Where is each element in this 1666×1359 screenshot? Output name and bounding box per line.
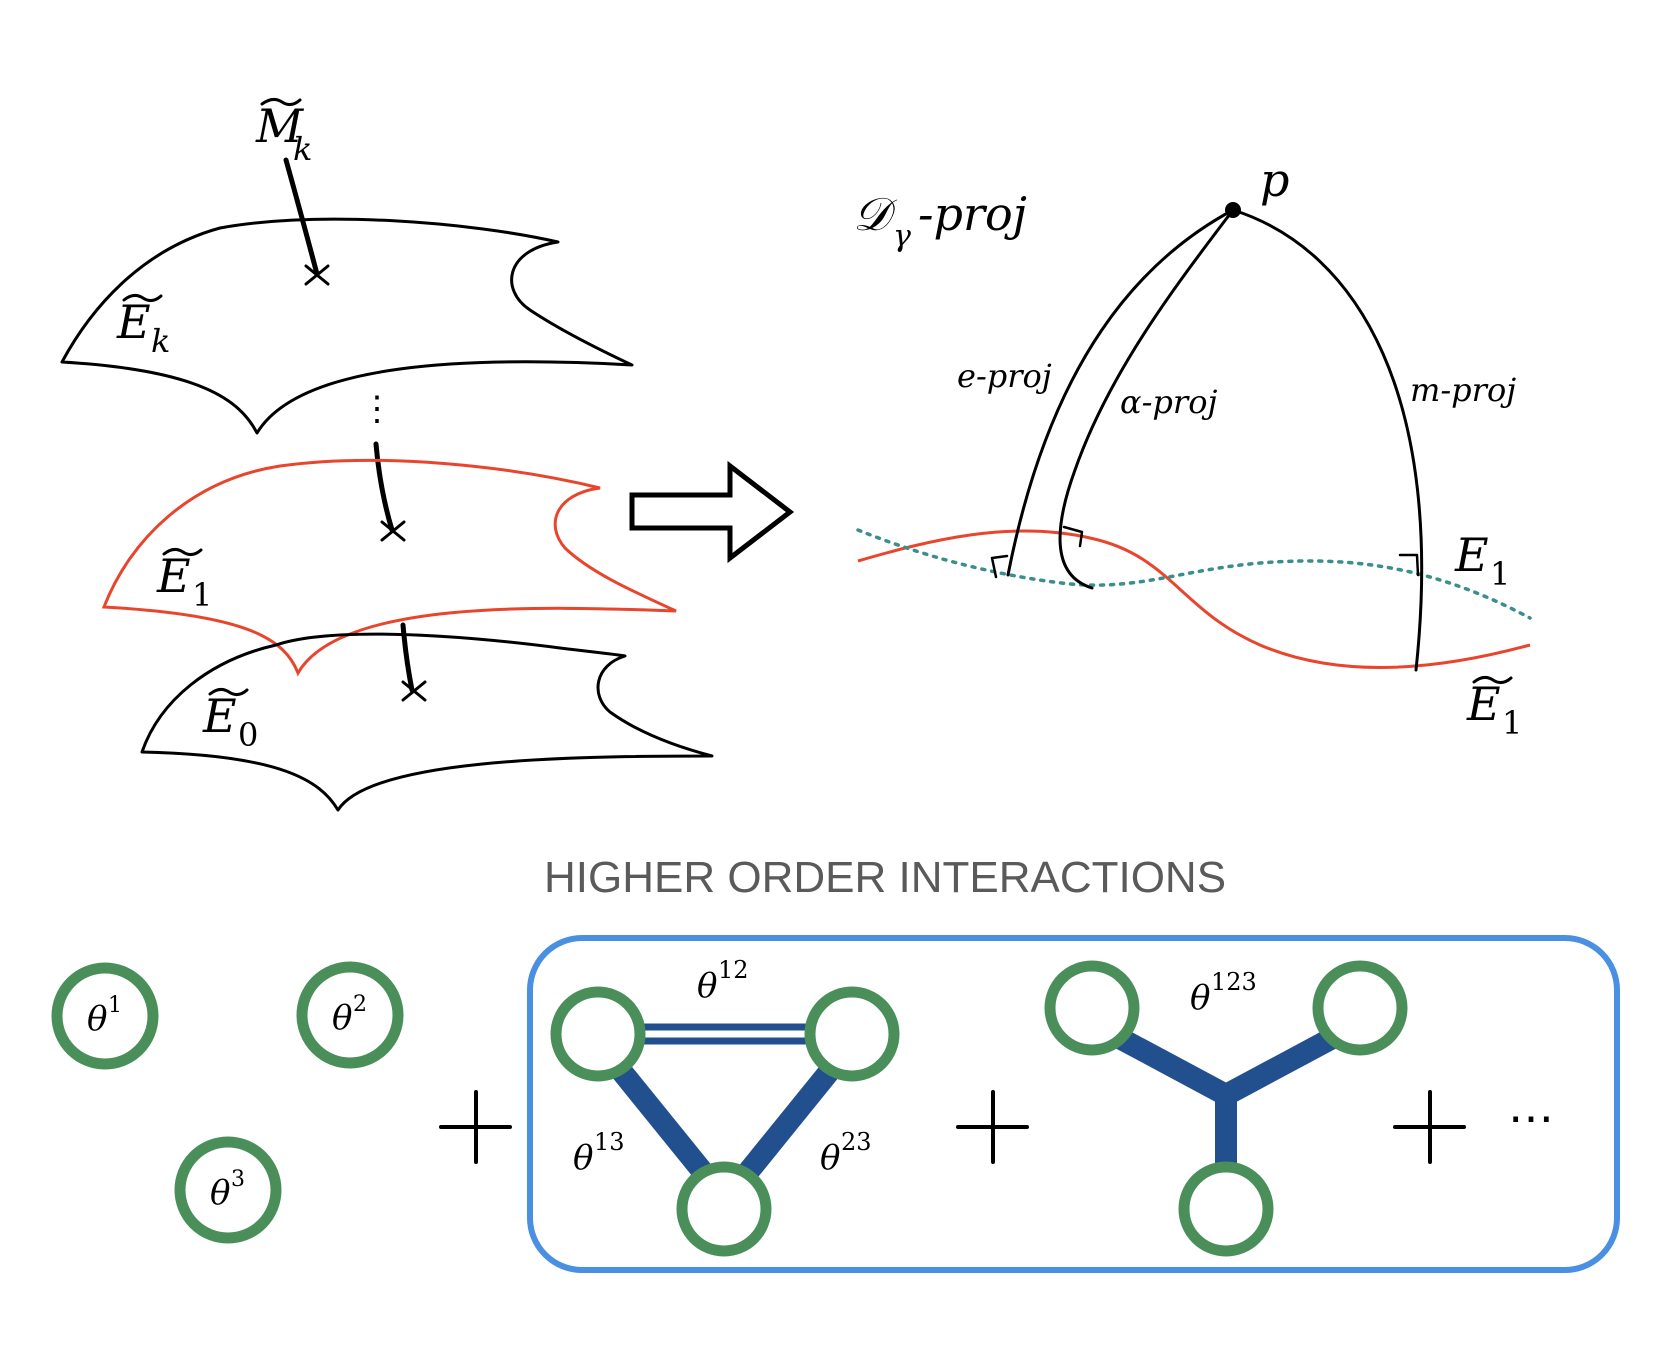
title-d-gamma-proj: 𝒟 γ -proj (853, 187, 1027, 254)
label-m-proj: m-proj (1410, 371, 1516, 409)
node-theta-2: θ 2 (296, 961, 404, 1069)
svg-text:E: E (1466, 677, 1501, 731)
m-proj-curve (1231, 208, 1424, 672)
layer-ellipsis: ⋮ (360, 389, 394, 429)
svg-text:1: 1 (192, 576, 212, 614)
svg-text:θ: θ (1190, 978, 1210, 1018)
label-theta-13: θ 13 (573, 1128, 625, 1178)
alpha-proj-curve (1058, 208, 1235, 590)
tri-node-3 (676, 1161, 772, 1257)
edge-23 (739, 1060, 842, 1179)
left-manifold-stack: M k E k ⋮ E 1 (60, 97, 714, 812)
label-m-tilde-k: M k (255, 97, 312, 168)
svg-text:k: k (293, 130, 312, 168)
pairwise-triangle: θ 12 θ 13 θ 23 (550, 956, 900, 1257)
label-theta-123: θ 123 (1190, 968, 1257, 1018)
svg-text:θ: θ (87, 999, 107, 1039)
label-alpha-proj: α-proj (1120, 383, 1217, 421)
label-e-proj: e-proj (957, 357, 1052, 395)
svg-text:E: E (156, 549, 191, 603)
plus-sign-2 (956, 1090, 1029, 1164)
label-e-tilde-1-right: E 1 (1466, 675, 1522, 742)
projection-cross-0 (401, 680, 427, 702)
edge-123-b (1220, 1025, 1344, 1105)
plus-sign-1 (439, 1090, 512, 1164)
label-e-1: E 1 (1454, 528, 1510, 593)
m-curve-e1 (373, 441, 395, 533)
svg-text:1: 1 (1490, 555, 1510, 593)
projection-cross-k (304, 264, 330, 286)
right-angle-alpha (1062, 525, 1084, 548)
svg-text:23: 23 (841, 1128, 872, 1156)
tri-node-2 (804, 986, 900, 1082)
right-angle-m (1398, 553, 1420, 577)
edge-123-a (1108, 1025, 1232, 1105)
projection-diagram: 𝒟 γ -proj p e-proj α-proj m-proj E 1 (853, 153, 1532, 742)
node-theta-3: θ 3 (174, 1136, 282, 1244)
svg-text:E: E (202, 689, 237, 743)
plus-sign-3 (1393, 1090, 1466, 1164)
single-nodes: θ 1 θ 2 θ 3 (51, 961, 404, 1244)
svg-text:3: 3 (231, 1167, 245, 1192)
m-tilde-k-curve (283, 157, 320, 277)
label-p: p (1260, 153, 1289, 207)
right-hollow-arrow-icon (629, 460, 795, 564)
svg-text:θ: θ (332, 998, 352, 1038)
label-e-tilde-0: E 0 (202, 687, 258, 754)
svg-text:-proj: -proj (918, 187, 1027, 241)
manifold-e-1 (101, 458, 677, 677)
svg-text:M: M (255, 99, 305, 153)
svg-text:k: k (151, 322, 170, 360)
star-node-3 (1178, 1161, 1274, 1257)
tri-node-1 (550, 986, 646, 1082)
svg-text:E: E (1454, 528, 1489, 582)
triple-interaction: θ 123 (1044, 960, 1408, 1257)
m-curve-e0 (400, 622, 415, 693)
curve-e-1-dotted (856, 528, 1532, 620)
e-proj-curve (1006, 208, 1235, 577)
heading-higher-order-interactions: HIGHER ORDER INTERACTIONS (544, 853, 1226, 902)
svg-text:θ: θ (820, 1138, 840, 1178)
node-theta-1: θ 1 (51, 962, 159, 1070)
label-e-tilde-k: E k (116, 293, 170, 360)
curve-e-tilde-1 (857, 529, 1531, 669)
svg-text:12: 12 (718, 956, 749, 984)
svg-text:1: 1 (1502, 704, 1522, 742)
label-theta-23: θ 23 (820, 1128, 872, 1178)
label-e-tilde-1: E 1 (156, 547, 212, 614)
svg-text:0: 0 (238, 716, 258, 754)
svg-text:13: 13 (594, 1128, 625, 1156)
svg-text:E: E (116, 295, 151, 349)
interaction-box (527, 935, 1620, 1273)
continuation-ellipsis: ⋯ (1508, 1091, 1554, 1145)
right-angle-e (990, 554, 1009, 579)
svg-text:θ: θ (697, 966, 717, 1006)
svg-text:1: 1 (108, 993, 122, 1018)
star-node-1 (1044, 960, 1140, 1056)
manifold-e-0 (140, 632, 714, 812)
svg-text:θ: θ (210, 1173, 230, 1213)
edge-13 (609, 1060, 712, 1179)
star-node-2 (1312, 960, 1408, 1056)
manifold-e-k (60, 217, 634, 435)
label-theta-12: θ 12 (697, 956, 749, 1006)
svg-text:γ: γ (893, 219, 911, 254)
svg-text:θ: θ (573, 1138, 593, 1178)
svg-text:2: 2 (353, 992, 367, 1017)
svg-text:𝒟: 𝒟 (853, 187, 898, 241)
svg-text:123: 123 (1211, 968, 1257, 996)
tilde-mark (260, 97, 302, 107)
projection-cross-1 (380, 520, 406, 542)
